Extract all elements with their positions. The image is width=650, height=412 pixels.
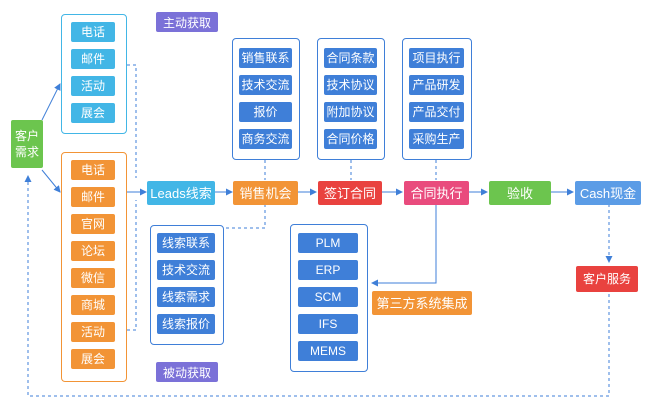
contract-task-addendum: 附加协议 <box>324 102 377 122</box>
passive-channel-event: 活动 <box>71 322 115 342</box>
connector-exec-thirdparty <box>371 204 437 287</box>
system-mems: MEMS <box>298 341 358 361</box>
sales-task-quote: 报价 <box>239 102 292 122</box>
third-party-integration-tag: 第三方系统集成 <box>372 291 472 315</box>
passive-channel-phone: 电话 <box>71 160 115 180</box>
lead-task-requirement: 线索需求 <box>157 287 215 307</box>
system-ifs: IFS <box>298 314 358 334</box>
passive-acquisition-tag: 被动获取 <box>156 362 218 382</box>
system-scm: SCM <box>298 287 358 307</box>
stage-sales-opportunity: 销售机会 <box>233 181 298 205</box>
lead-task-contact: 线索联系 <box>157 233 215 253</box>
contract-task-terms: 合同条款 <box>324 48 377 68</box>
connector-customer-active <box>41 83 61 121</box>
active-channel-email: 邮件 <box>71 49 115 69</box>
active-channel-expo: 展会 <box>71 103 115 123</box>
customer-need: 客户需求 <box>11 120 43 168</box>
active-channel-phone: 电话 <box>71 22 115 42</box>
passive-channel-expo: 展会 <box>71 349 115 369</box>
active-acquisition-tag: 主动获取 <box>156 12 218 32</box>
contract-task-tech-agreement: 技术协议 <box>324 75 377 95</box>
exec-task-delivery: 产品交付 <box>409 102 464 122</box>
sales-task-business: 商务交流 <box>239 129 292 149</box>
system-erp: ERP <box>298 260 358 280</box>
sales-task-contact: 销售联系 <box>239 48 292 68</box>
stage-sign-contract: 签订合同 <box>318 181 382 205</box>
exec-task-project: 项目执行 <box>409 48 464 68</box>
connector-return-loop <box>24 175 610 397</box>
stage-leads: Leads线索 <box>147 181 215 205</box>
stage-acceptance: 验收 <box>489 181 551 205</box>
passive-channel-mall: 商城 <box>71 295 115 315</box>
active-channel-event: 活动 <box>71 76 115 96</box>
passive-channel-wechat: 微信 <box>71 268 115 288</box>
passive-channel-website: 官网 <box>71 214 115 234</box>
contract-task-price: 合同价格 <box>324 129 377 149</box>
stage-contract-execution: 合同执行 <box>404 181 469 205</box>
customer-service: 客户服务 <box>576 266 638 292</box>
exec-task-rnd: 产品研发 <box>409 75 464 95</box>
lead-task-quote: 线索报价 <box>157 314 215 334</box>
connector-customer-passive <box>41 169 61 193</box>
exec-task-procurement: 采购生产 <box>409 129 464 149</box>
lead-task-tech-exchange: 技术交流 <box>157 260 215 280</box>
passive-channel-email: 邮件 <box>71 187 115 207</box>
stage-cash: Cash现金 <box>575 181 641 205</box>
passive-channel-forum: 论坛 <box>71 241 115 261</box>
sales-task-tech-exchange: 技术交流 <box>239 75 292 95</box>
system-plm: PLM <box>298 233 358 253</box>
